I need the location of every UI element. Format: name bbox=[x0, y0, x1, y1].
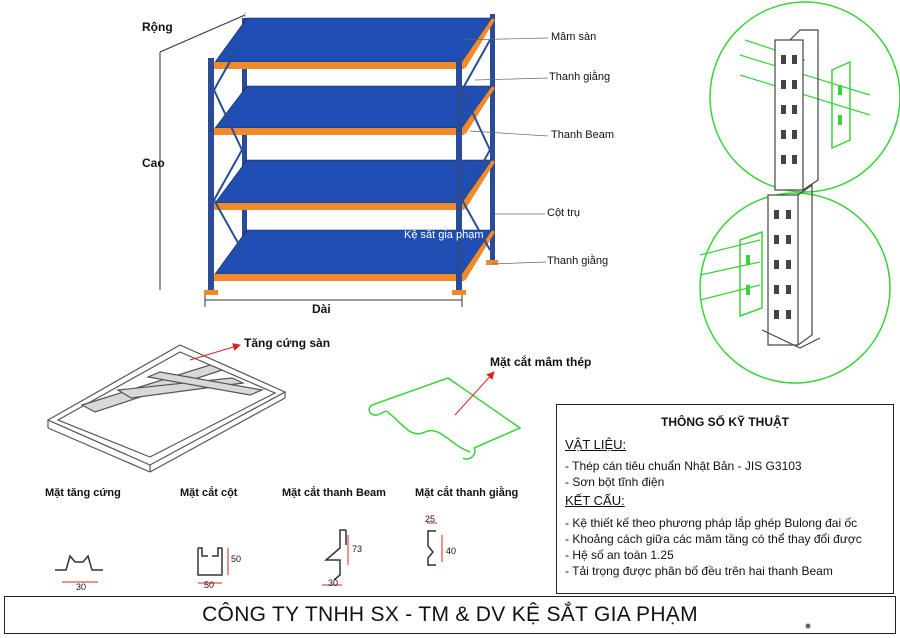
section-title-beam: Mặt cắt thanh Beam bbox=[282, 487, 386, 499]
callout-steel-deck: Mâm sàn bbox=[551, 31, 597, 43]
floor-stiffener-drawing bbox=[46, 343, 287, 473]
stiffener-cross-section bbox=[55, 554, 103, 583]
structure-item-3: - Hệ số an toàn 1.25 bbox=[565, 548, 674, 562]
section-title-upright: Mặt cắt cột bbox=[180, 487, 238, 499]
shelf-level-3 bbox=[212, 159, 495, 210]
material-item-2: - Sơn bột tĩnh điện bbox=[565, 475, 665, 489]
shelf-rack-illustration bbox=[159, 12, 549, 307]
rack-width-label: Rộng bbox=[142, 20, 173, 34]
dim-upright-width: 50 bbox=[204, 580, 215, 590]
callout-brace-top: Thanh giằng bbox=[549, 71, 611, 83]
callout-brace-bottom: Thanh giằng bbox=[547, 255, 609, 267]
dim-stiffener-30: 30 bbox=[76, 582, 87, 592]
structure-item-1: - Kệ thiết kế theo phương pháp lắp ghép … bbox=[565, 516, 858, 530]
material-heading: VẬT LIỆU: bbox=[565, 437, 627, 452]
structure-heading: KẾT CẤU: bbox=[565, 493, 625, 508]
upright-cross-section bbox=[197, 547, 229, 584]
section-title-stiffener: Mặt tăng cứng bbox=[45, 487, 121, 499]
callout-upright: Cột trụ bbox=[547, 207, 581, 219]
dim-beam-width: 30 bbox=[328, 578, 339, 588]
brace-cross-section bbox=[427, 522, 443, 566]
shelf-level-1 bbox=[212, 17, 495, 69]
beam-cross-section bbox=[322, 529, 349, 586]
upright-detail-bottom bbox=[699, 183, 891, 384]
shelf-level-2 bbox=[212, 85, 495, 135]
upright-detail-top bbox=[709, 1, 900, 193]
rack-height-label: Cao bbox=[142, 156, 165, 170]
specs-title: THÔNG SỐ KỸ THUẬT bbox=[661, 415, 789, 429]
shelf-level-4 bbox=[212, 229, 495, 281]
rack-watermark: Kệ sắt gia phạm bbox=[404, 229, 484, 241]
callout-beam: Thanh Beam bbox=[551, 129, 614, 141]
dim-beam-height: 73 bbox=[352, 544, 363, 554]
rack-length-label: Dài bbox=[312, 302, 331, 316]
material-item-1: - Thép cán tiêu chuẩn Nhật Bản - JIS G31… bbox=[565, 459, 802, 473]
steel-deck-section-label: Mặt cắt mâm thép bbox=[490, 355, 592, 369]
technical-specs-panel: THÔNG SỐ KỸ THUẬT VẬT LIỆU: - Thép cán t… bbox=[556, 404, 894, 594]
dim-brace-height: 40 bbox=[446, 546, 457, 556]
dim-brace-top: 25 bbox=[425, 514, 436, 524]
company-footer: CÔNG TY TNHH SX - TM & DV KỆ SẮT GIA PHẠ… bbox=[4, 596, 896, 634]
structure-item-4: - Tải trọng được phân bố đều trên hai th… bbox=[565, 564, 833, 578]
structure-item-2: - Khoảng cách giữa các mâm tầng có thể t… bbox=[565, 532, 862, 546]
dim-upright-height: 50 bbox=[231, 554, 242, 564]
steel-deck-section-drawing bbox=[368, 371, 522, 460]
section-title-brace: Mặt cắt thanh giằng bbox=[415, 487, 519, 499]
floor-stiffener-label: Tăng cứng sàn bbox=[244, 336, 331, 350]
